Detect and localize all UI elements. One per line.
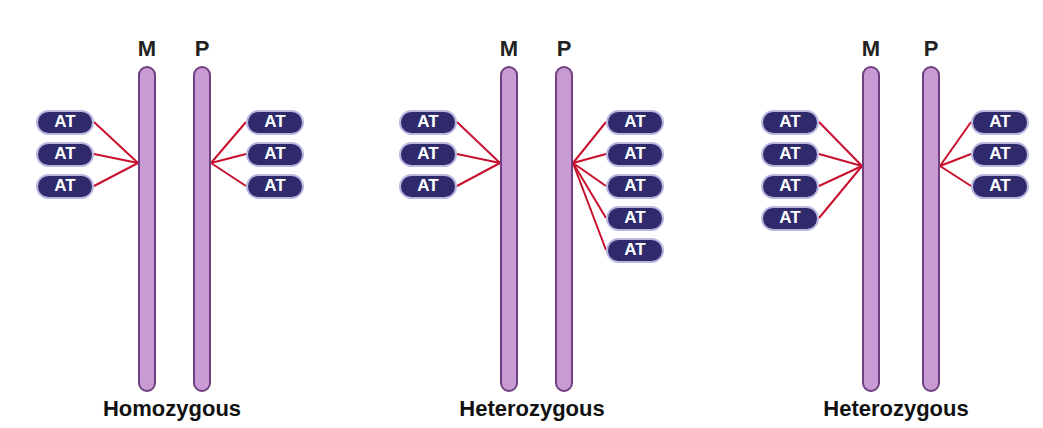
allele-text: AT [54, 176, 75, 196]
allele-text: AT [417, 144, 438, 164]
allele-text: AT [779, 176, 800, 196]
chromosome: M [862, 66, 880, 392]
chromosome-label: M [862, 36, 880, 62]
allele-marker: AT [971, 110, 1029, 135]
bond-line [573, 122, 606, 163]
bond-line [940, 122, 971, 166]
zygosity-caption: Heterozygous [823, 396, 968, 422]
bond-line [457, 163, 500, 186]
allele-marker: AT [399, 142, 457, 167]
zygosity-caption: Heterozygous [459, 396, 604, 422]
bond-line [94, 163, 138, 186]
allele-text: AT [779, 112, 800, 132]
allele-text: AT [779, 144, 800, 164]
chromosome-label: M [138, 36, 156, 62]
bond-line [211, 122, 246, 163]
bond-line [819, 154, 862, 166]
bond-line [940, 154, 971, 166]
allele-marker: AT [606, 110, 664, 135]
allele-text: AT [779, 208, 800, 228]
allele-text: AT [989, 112, 1010, 132]
allele-marker: AT [36, 142, 94, 167]
bond-line [573, 154, 606, 163]
bond-line [211, 154, 246, 163]
allele-text: AT [624, 208, 645, 228]
allele-text: AT [624, 112, 645, 132]
bond-line [211, 163, 246, 186]
bond-line [573, 163, 606, 218]
allele-marker: AT [606, 174, 664, 199]
chromosome: P [193, 66, 211, 392]
allele-text: AT [624, 144, 645, 164]
allele-text: AT [989, 176, 1010, 196]
bond-line [819, 122, 862, 166]
allele-marker: AT [246, 110, 304, 135]
chromosome-label: P [195, 36, 210, 62]
allele-marker: AT [761, 174, 819, 199]
allele-text: AT [54, 144, 75, 164]
bond-line [819, 166, 862, 218]
allele-marker: AT [606, 238, 664, 263]
allele-text: AT [624, 176, 645, 196]
allele-text: AT [264, 144, 285, 164]
allele-marker: AT [36, 110, 94, 135]
chromosome: P [922, 66, 940, 392]
chromosome-label: P [924, 36, 939, 62]
chromosome: P [555, 66, 573, 392]
bond-line [94, 122, 138, 163]
allele-marker: AT [246, 142, 304, 167]
allele-marker: AT [399, 174, 457, 199]
zygosity-caption: Homozygous [103, 396, 241, 422]
allele-text: AT [417, 176, 438, 196]
bond-line [819, 166, 862, 186]
allele-marker: AT [761, 206, 819, 231]
allele-marker: AT [761, 142, 819, 167]
allele-text: AT [989, 144, 1010, 164]
allele-text: AT [264, 176, 285, 196]
allele-text: AT [417, 112, 438, 132]
chromosome: M [138, 66, 156, 392]
bond-line [940, 166, 971, 186]
bond-line [457, 122, 500, 163]
allele-marker: AT [399, 110, 457, 135]
allele-text: AT [54, 112, 75, 132]
allele-marker: AT [971, 142, 1029, 167]
bond-line [457, 154, 500, 163]
allele-marker: AT [36, 174, 94, 199]
allele-marker: AT [761, 110, 819, 135]
bond-line [94, 154, 138, 163]
chromosome-label: M [500, 36, 518, 62]
allele-marker: AT [606, 206, 664, 231]
allele-marker: AT [606, 142, 664, 167]
allele-marker: AT [246, 174, 304, 199]
bond-line [573, 163, 606, 250]
allele-text: AT [264, 112, 285, 132]
allele-text: AT [624, 240, 645, 260]
allele-marker: AT [971, 174, 1029, 199]
chromosome: M [500, 66, 518, 392]
chromosome-label: P [557, 36, 572, 62]
